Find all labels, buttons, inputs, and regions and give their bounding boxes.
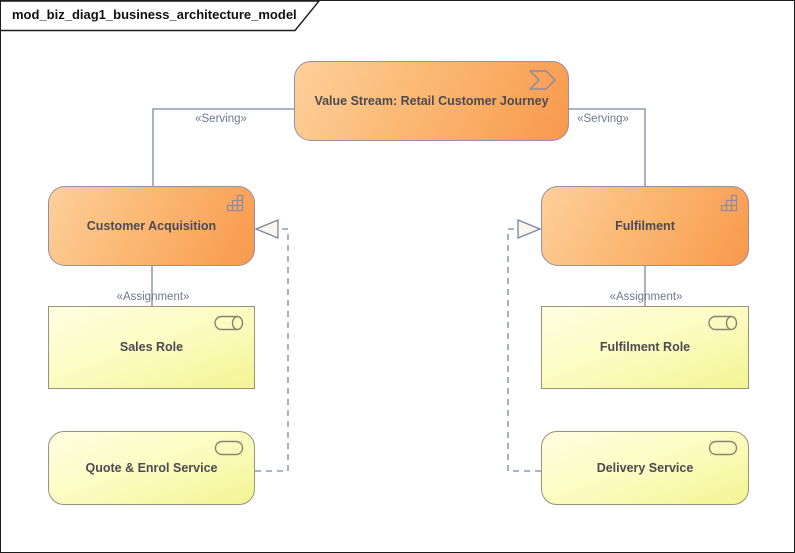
node-value-stream[interactable]: Value Stream: Retail Customer Journey: [294, 61, 569, 141]
diagram-title-tab[interactable]: mod_biz_diag1_business_architecture_mode…: [1, 1, 331, 32]
diagram-title: mod_biz_diag1_business_architecture_mode…: [12, 7, 297, 22]
node-label: Fulfilment: [615, 218, 675, 233]
node-label: Fulfilment Role: [599, 340, 691, 355]
service-oval-icon: [214, 440, 244, 456]
node-label: Value Stream: Retail Customer Journey: [314, 93, 549, 108]
realization-right-triangle-icon: [517, 219, 542, 239]
chevron-arrow-icon: [529, 70, 556, 90]
node-customer-acquisition[interactable]: Customer Acquisition: [48, 186, 255, 266]
role-cylinder-icon: [214, 315, 244, 331]
assignment-left-label[interactable]: «Assignment»: [116, 291, 190, 303]
service-oval-icon: [708, 440, 738, 456]
node-label: Delivery Service: [596, 460, 694, 475]
realization-right-connector[interactable]: [507, 228, 541, 472]
serving-left-label[interactable]: «Serving»: [195, 113, 247, 125]
capability-stairs-icon: [226, 194, 244, 212]
node-fulfilment-role[interactable]: Fulfilment Role: [541, 306, 749, 389]
node-label: Sales Role: [119, 340, 184, 355]
serving-right-label[interactable]: «Serving»: [577, 113, 629, 125]
node-sales-role[interactable]: Sales Role: [48, 306, 255, 389]
realization-left-triangle-icon: [254, 219, 279, 239]
node-fulfilment[interactable]: Fulfilment: [541, 186, 749, 266]
node-label: Quote & Enrol Service: [85, 460, 218, 475]
tab-shape: [1, 1, 320, 32]
node-delivery-service[interactable]: Delivery Service: [541, 431, 749, 505]
node-quote-enrol-service[interactable]: Quote & Enrol Service: [48, 431, 255, 505]
role-cylinder-icon: [708, 315, 738, 331]
node-label: Customer Acquisition: [86, 218, 217, 233]
capability-stairs-icon: [720, 194, 738, 212]
assignment-right-label[interactable]: «Assignment»: [609, 291, 683, 303]
realization-left-connector[interactable]: [255, 228, 289, 472]
